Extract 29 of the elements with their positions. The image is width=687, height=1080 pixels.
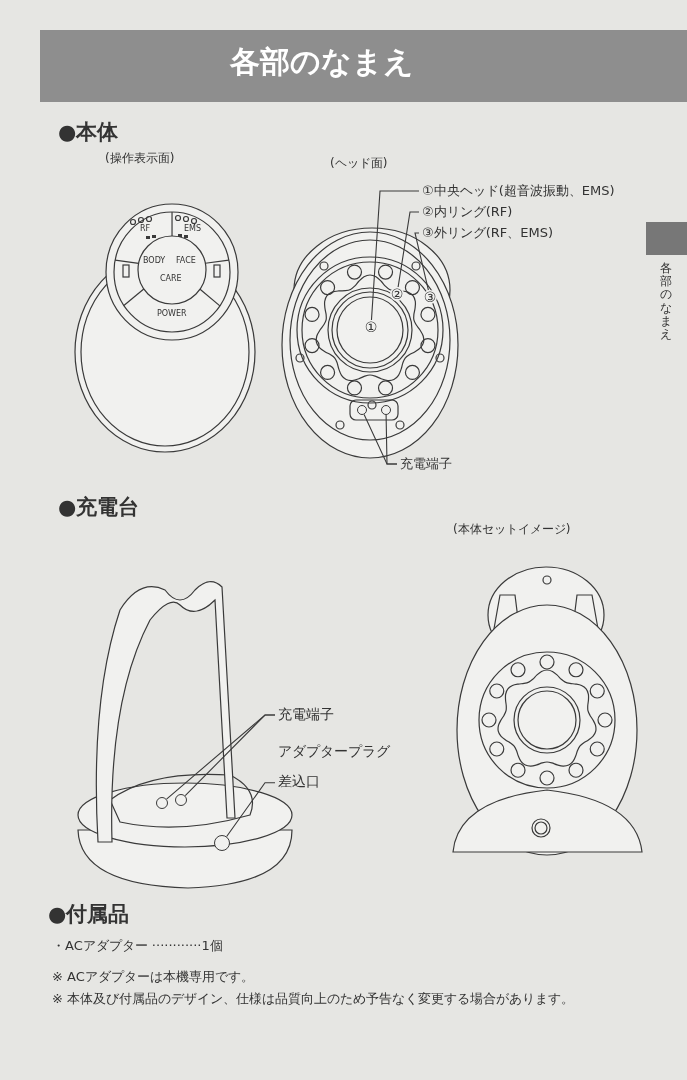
section-heading: ●本体 (58, 119, 119, 146)
section-heading: ●付属品 (48, 901, 130, 928)
accessory-item: ・ACアダプター ············1個 (52, 937, 223, 955)
indicator-label: EMS (184, 224, 202, 233)
view-caption: (操作表示面) (105, 150, 175, 167)
callout-label: ③外リング(RF、EMS) (422, 224, 553, 242)
callout-label: アダプタープラグ差込口 (278, 736, 396, 796)
note-text: ※ ACアダプターは本機専用です。 (52, 968, 254, 986)
page-title: 各部のなまえ (230, 43, 414, 81)
leader-line (226, 782, 276, 838)
button-label: POWER (157, 309, 187, 318)
indicator-label: RF (140, 224, 151, 233)
note-text: ※ 本体及び付属品のデザイン、仕様は品質向上のため予告なく変更する場合があります。 (52, 990, 575, 1008)
view-caption: (ヘッド面) (330, 155, 388, 172)
callout-label: ②内リング(RF) (422, 203, 513, 221)
side-index-label: 各部のなまえ (660, 262, 672, 342)
button-label: BODY (143, 256, 166, 265)
callout-label: ①中央ヘッド(超音波振動、EMS) (422, 182, 615, 200)
callout-label: 充電端子 (400, 455, 452, 473)
callout-label: 充電端子 (278, 706, 334, 724)
button-label: CARE (160, 274, 182, 283)
charging-terminal (381, 405, 391, 415)
leader-line (385, 414, 398, 465)
leader-line (370, 190, 420, 321)
button-label: FACE (176, 256, 196, 265)
leader-line (184, 714, 276, 797)
charging-terminal (357, 405, 367, 415)
section-heading: ●充電台 (58, 494, 140, 521)
view-caption: (本体セットイメージ) (453, 521, 571, 538)
